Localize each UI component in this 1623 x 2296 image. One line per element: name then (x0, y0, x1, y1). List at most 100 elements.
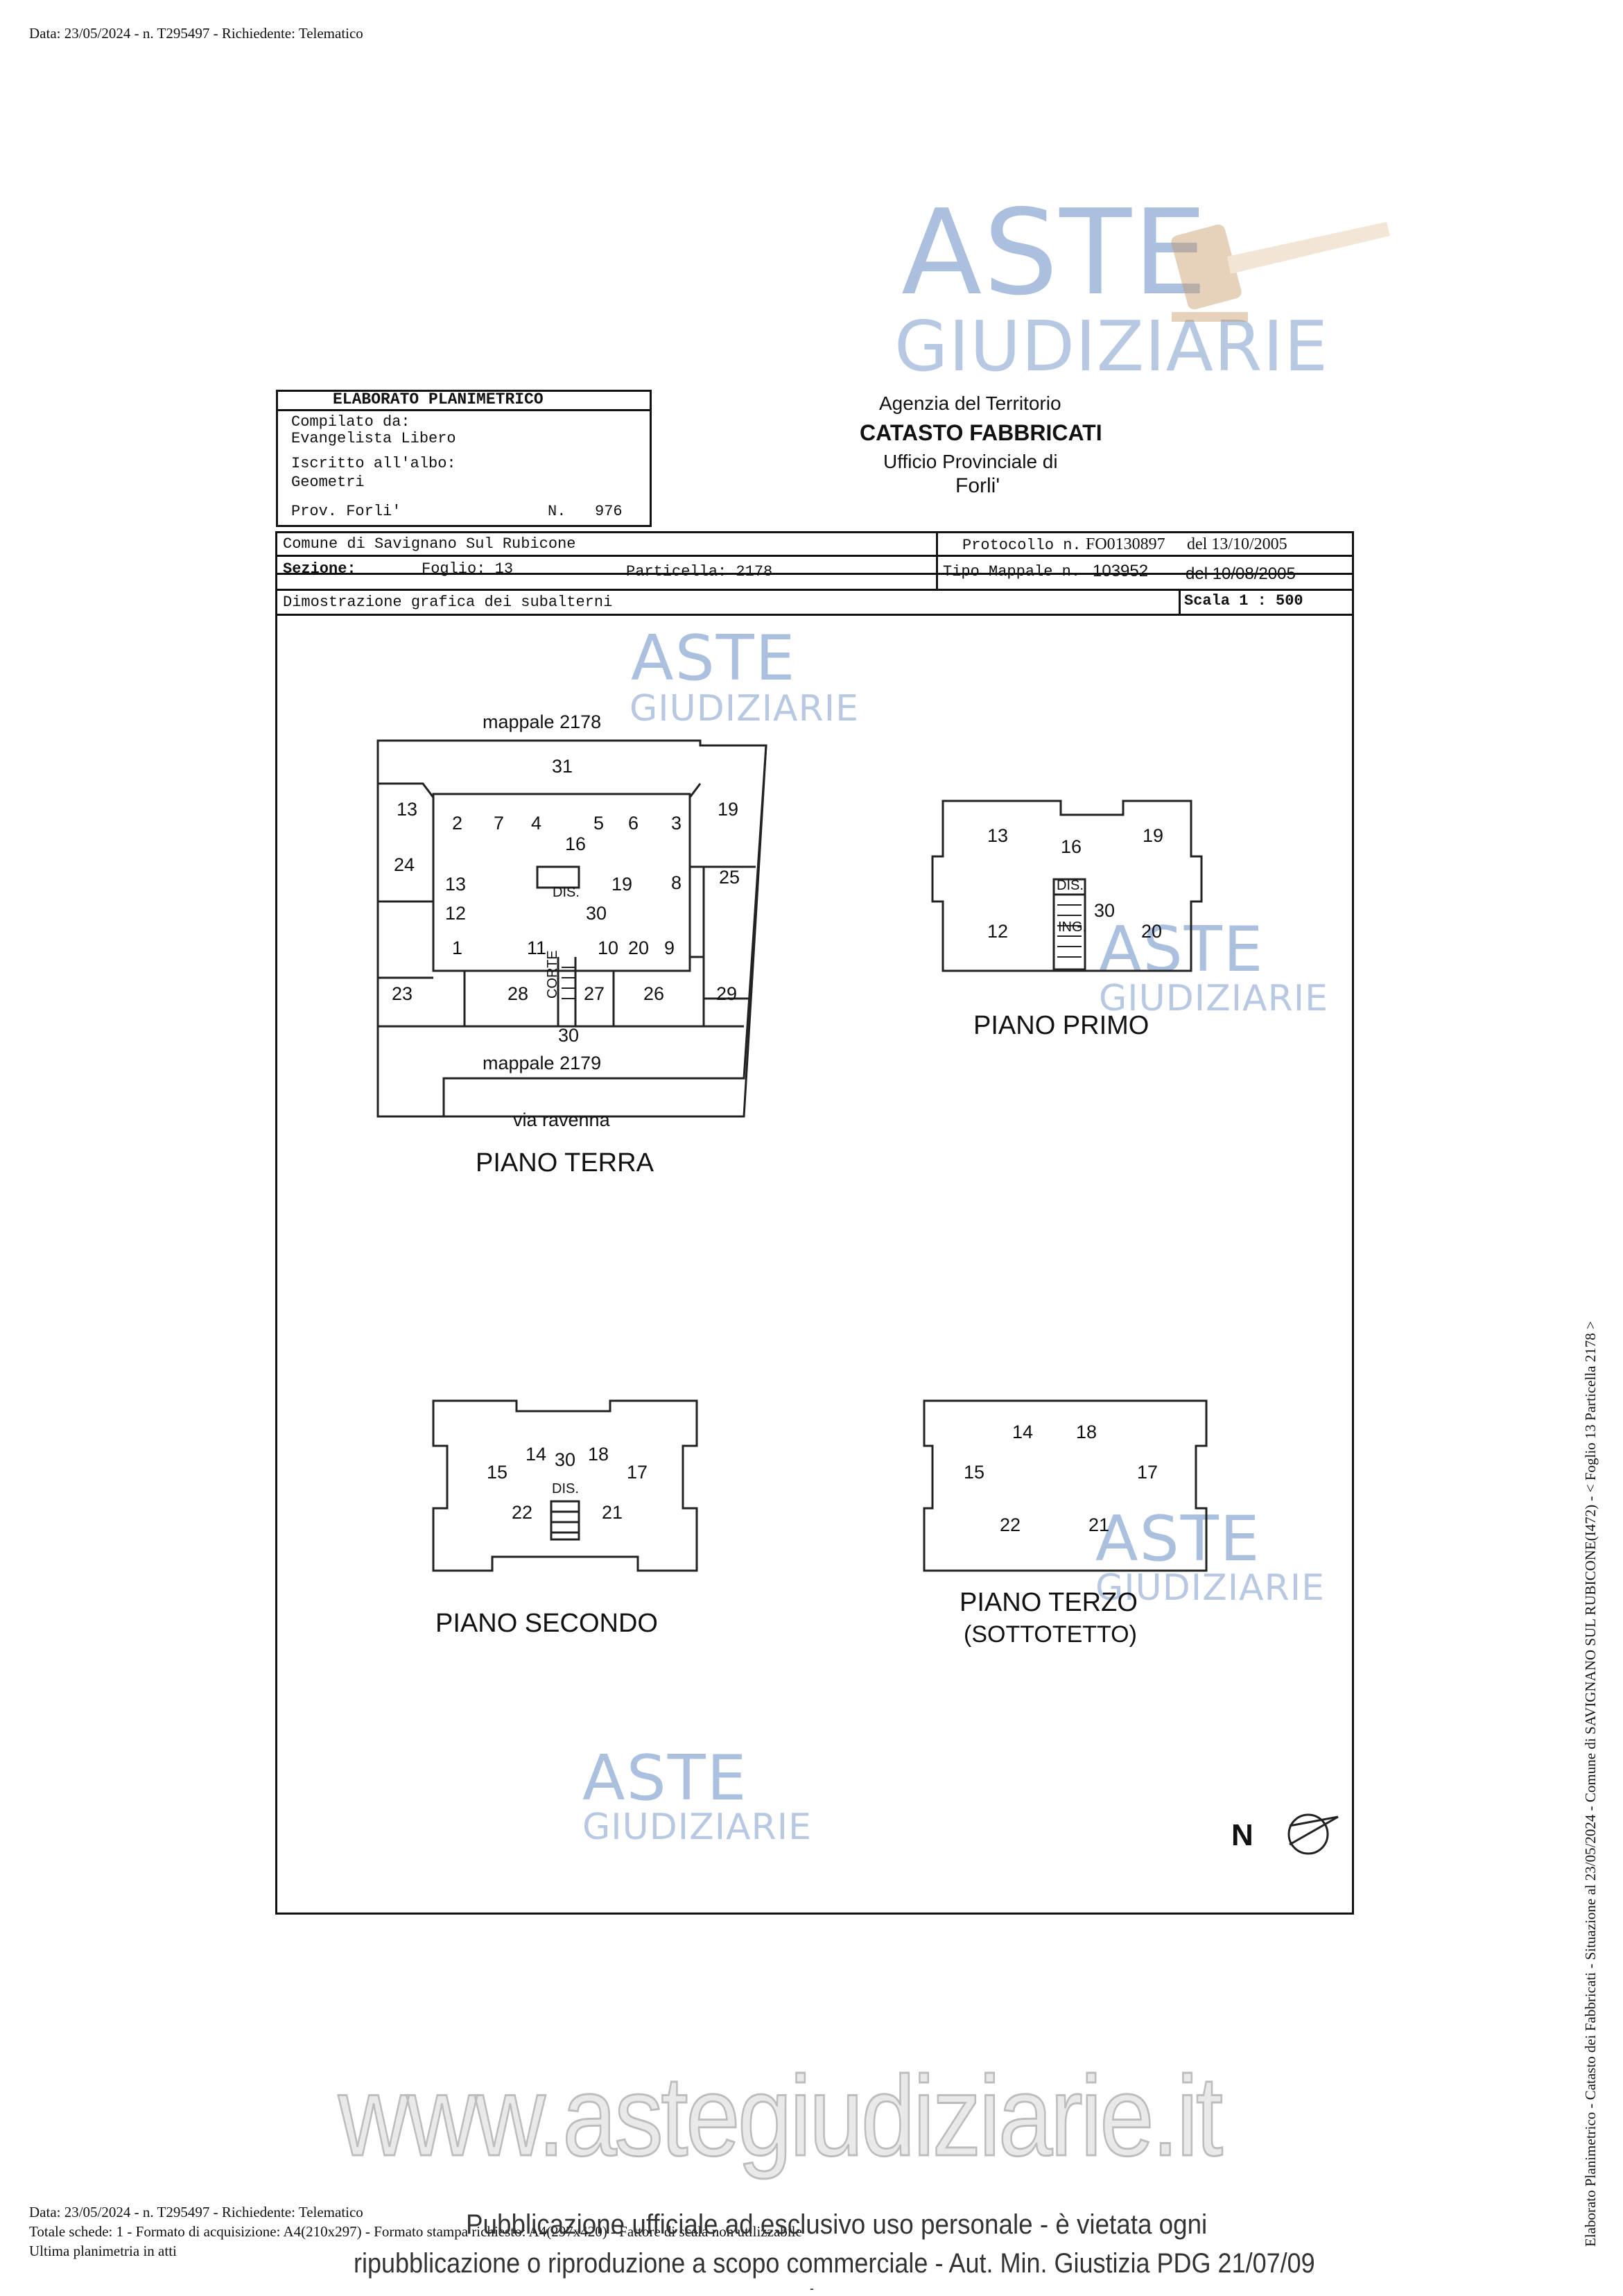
protocollo-date: del 13/10/2005 (1187, 535, 1287, 553)
giudiziarie-logo-right2: GIUDIZIARIE (1095, 1567, 1325, 1609)
room-label: 13 (397, 799, 418, 820)
room-label: 22 (1000, 1514, 1021, 1535)
mappale-top: mappale 2178 (483, 711, 602, 732)
room-label: 8 (671, 872, 682, 893)
room-label: DIS. (553, 885, 580, 900)
registered-value: Geometri (291, 474, 365, 491)
protocollo-value: FO0130897 (1086, 535, 1165, 553)
dimostrazione-label: Dimostrazione grafica dei subalterni (283, 594, 613, 611)
compiled-by-value: Evangelista Libero (291, 430, 456, 447)
room-label: 17 (1137, 1462, 1158, 1483)
foglio-value: Foglio: 13 (422, 560, 514, 578)
room-label: 20 (628, 938, 650, 958)
room-label: 15 (964, 1462, 985, 1483)
footer-line1: Data: 23/05/2024 - n. T295497 - Richiede… (29, 2204, 363, 2220)
particella-value: Particella: 2178 (626, 563, 773, 580)
room-label: 17 (627, 1462, 648, 1483)
protocollo-label: Protocollo n. (962, 537, 1082, 554)
room-label: 13 (445, 874, 467, 895)
room-label: 2 (452, 813, 463, 834)
tipo-label: Tipo Mappale n. (943, 563, 1081, 580)
room-label: 23 (392, 983, 413, 1004)
room-label: 10 (598, 938, 619, 958)
room-label: 4 (531, 813, 542, 834)
aste-logo-low: ASTE (582, 1742, 748, 1815)
room-label: 7 (494, 813, 505, 834)
aste-logo-mid: ASTE (631, 622, 797, 695)
room-label: 30 (586, 903, 607, 924)
room-label: DIS. (552, 1481, 579, 1496)
sezione-label: Sezione: (283, 560, 356, 578)
street-label: via ravenna (513, 1110, 610, 1130)
room-label: 6 (628, 813, 639, 834)
giudiziarie-logo-low: GIUDIZIARIE (582, 1806, 812, 1848)
room-label: 1 (452, 938, 463, 958)
plan-terra-title: PIANO TERRA (476, 1148, 654, 1177)
plan-primo-title: PIANO PRIMO (973, 1011, 1149, 1040)
registered-label: Iscritto all'albo: (291, 455, 456, 472)
room-label: 30 (558, 1025, 580, 1046)
room-label: 28 (507, 983, 529, 1004)
agency-line4: Forli' (955, 474, 1000, 497)
number-label: N. (548, 503, 566, 520)
room-label: 11 (527, 938, 547, 958)
room-label: 21 (1088, 1514, 1110, 1535)
room-label: 27 (584, 983, 605, 1004)
compiler-box (276, 390, 652, 527)
agency-line2: CATASTO FABBRICATI (860, 420, 1102, 445)
tipo-date: del 10/08/2005 (1186, 564, 1296, 583)
disclaimer-line2: ripubblicazione o riproduzione a scopo c… (354, 2248, 1315, 2279)
aste-logo-right2: ASTE (1095, 1503, 1261, 1576)
tipo-value: 103952 (1093, 562, 1149, 580)
plan-secondo-title: PIANO SECONDO (435, 1609, 658, 1638)
footer-line3: Ultima planimetria in atti (29, 2243, 177, 2259)
room-label: 26 (643, 983, 665, 1004)
room-label: 14 (1012, 1422, 1034, 1442)
room-label: 13 (987, 825, 1009, 846)
room-label: 18 (588, 1444, 609, 1465)
comune-value: Comune di Savignano Sul Rubicone (283, 535, 576, 553)
room-label: 5 (593, 813, 605, 834)
room-label: 30 (555, 1449, 576, 1470)
room-label: 16 (1061, 836, 1082, 857)
disclaimer-line1: Pubblicazione ufficiale ad esclusivo uso… (466, 2209, 1208, 2240)
giudiziarie-logo-word: GIUDIZIARIE (894, 306, 1329, 387)
room-label: 12 (445, 903, 467, 924)
room-label: 31 (552, 756, 573, 777)
prov-value: Prov. Forli' (291, 503, 401, 520)
room-label: 24 (394, 854, 415, 875)
room-label: 29 (716, 983, 738, 1004)
side-caption: Elaborato Planimetrico - Catasto dei Fab… (1582, 1321, 1599, 2247)
aste-logo-word: ASTE (901, 184, 1209, 322)
header-line: Data: 23/05/2024 - n. T295497 - Richiede… (29, 25, 363, 42)
number-value: 976 (595, 503, 623, 520)
room-label: 19 (718, 799, 739, 820)
room-label: 22 (512, 1502, 533, 1523)
corte-label: CORTE (545, 950, 560, 999)
room-label: 16 (565, 834, 587, 854)
room-label: 21 (602, 1502, 623, 1523)
plan-terzo-title: PIANO TERZO (960, 1588, 1138, 1617)
room-label: 19 (611, 874, 633, 895)
agency-line3: Ufficio Provinciale di (883, 451, 1058, 472)
footer-line2: Totale schede: 1 - Formato di acquisizio… (29, 2223, 802, 2240)
drawing-frame (275, 531, 1354, 1915)
room-label: DIS. (1057, 878, 1084, 893)
mappale-bottom: mappale 2179 (483, 1053, 602, 1073)
compiled-by-label: Compilato da: (291, 413, 410, 431)
room-label: ING. (1058, 920, 1087, 935)
room-label: 9 (664, 938, 675, 958)
plan-terzo-subtitle: (SOTTOTETTO) (964, 1621, 1137, 1648)
room-label: 20 (1141, 921, 1163, 942)
room-label: 25 (719, 867, 740, 888)
room-label: 30 (1094, 900, 1116, 921)
room-label: 18 (1076, 1422, 1097, 1442)
north-arrow-icon: N (1231, 1818, 1253, 1852)
agency-line1: Agenzia del Territorio (879, 392, 1061, 414)
room-label: 12 (987, 921, 1009, 942)
room-label: 14 (526, 1444, 547, 1465)
aste-logo-right1: ASTE (1099, 913, 1265, 986)
scala-value: Scala 1 : 500 (1184, 592, 1303, 610)
room-label: 3 (671, 813, 682, 834)
giudiziarie-logo-right1: GIUDIZIARIE (1099, 978, 1328, 1019)
